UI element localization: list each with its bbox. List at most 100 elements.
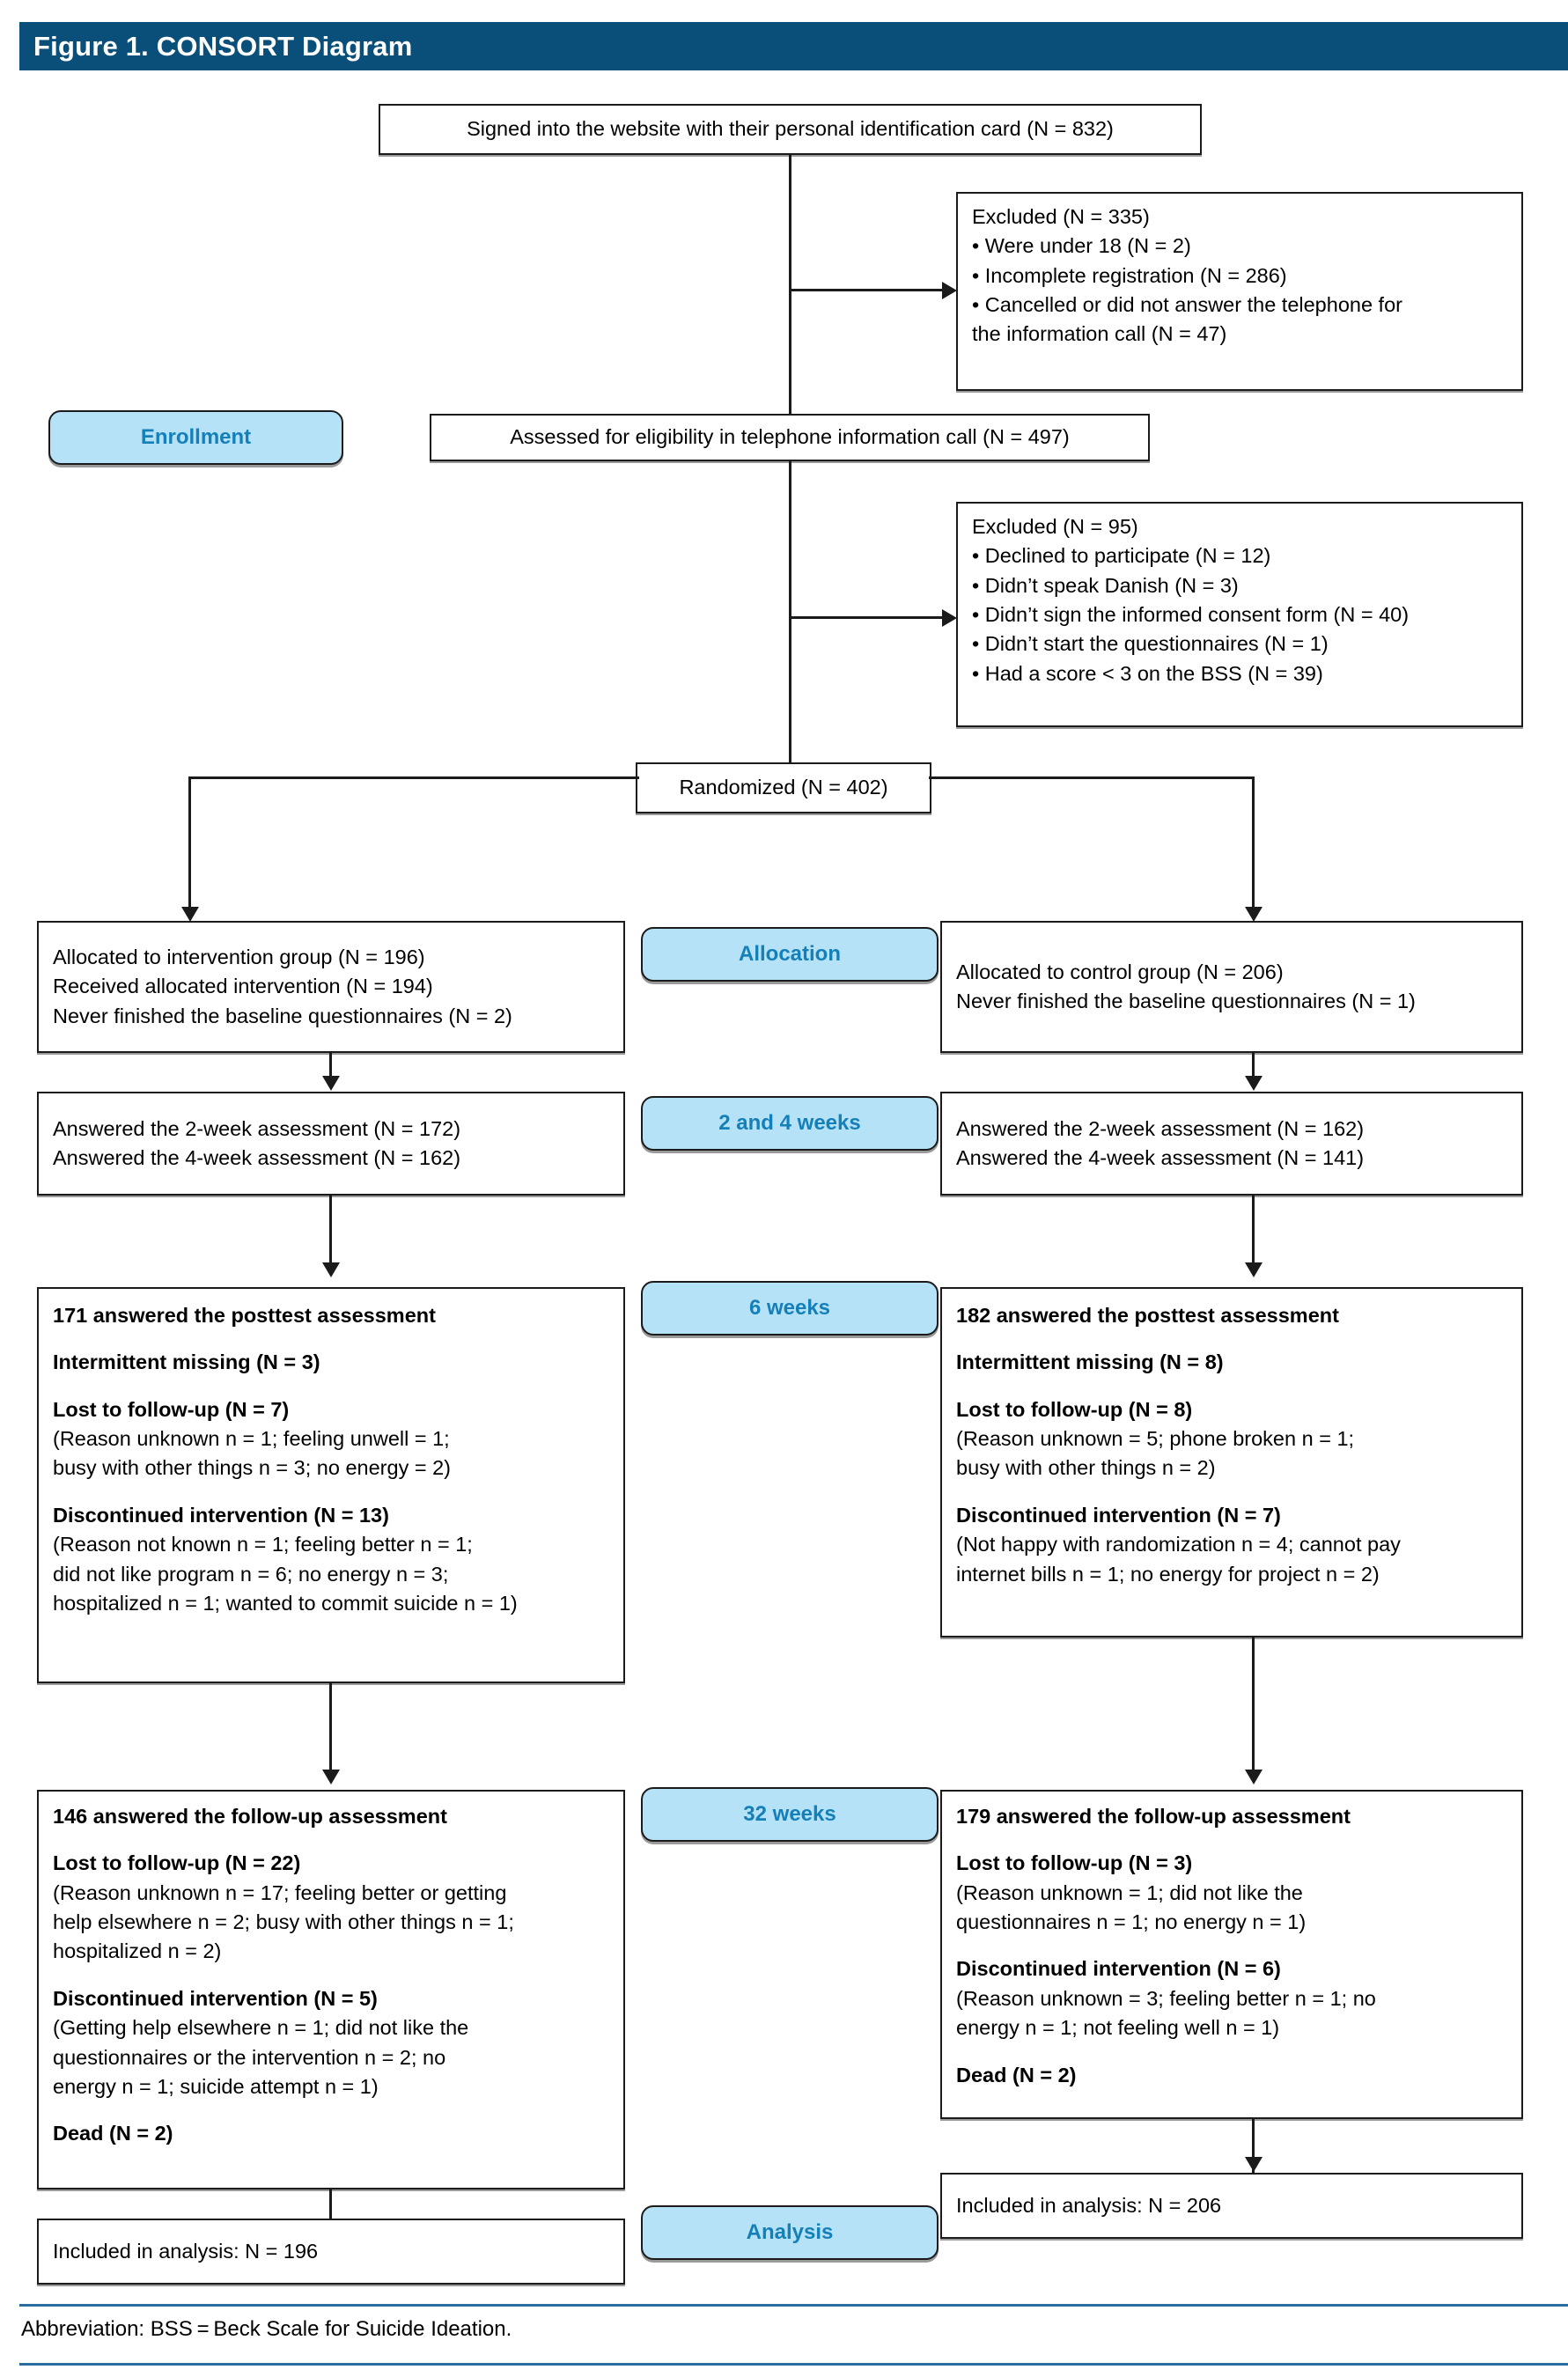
wk32-right-disc-title: Discontinued intervention (N = 6)	[956, 1957, 1281, 1981]
node-wk24-control: Answered the 2-week assessment (N = 162)…	[940, 1092, 1523, 1196]
spacer	[53, 1330, 609, 1348]
node-excluded-1: Excluded (N = 335) • Were under 18 (N = …	[956, 192, 1523, 391]
connector-down-right-alloc	[1252, 776, 1255, 917]
excluded-2-title: Excluded (N = 95)	[972, 515, 1138, 538]
arrowhead-analysis-right	[1245, 2157, 1262, 2172]
node-signed-in: Signed into the website with their perso…	[379, 104, 1202, 155]
stage-pill-6-weeks: 6 weeks	[641, 1281, 939, 1336]
arrowhead-excluded-2	[942, 609, 957, 627]
wk32-right-disc-detail: (Reason unknown = 3; feeling better n = …	[956, 1986, 1376, 2010]
wk6-right-disc-detail: (Not happy with randomization n = 4; can…	[956, 1533, 1401, 1556]
connector-wk6right-to-wk32	[1252, 1637, 1255, 1780]
wk32-left-lost-detail: hospitalized n = 2)	[53, 1939, 222, 1963]
wk32-left-disc-detail: (Getting help elsewhere n = 1; did not l…	[53, 2016, 469, 2040]
spacer	[53, 1967, 609, 1984]
stage-pill-enrollment-label: Enrollment	[140, 425, 252, 449]
arrowhead-wk6-right	[1245, 1262, 1262, 1277]
analysis-right-text: Included in analysis: N = 206	[956, 2193, 1222, 2217]
excluded-2-item: • Declined to participate (N = 12)	[972, 544, 1271, 568]
connector-wk24left-to-wk6	[329, 1196, 332, 1273]
footer-rule-top	[19, 2304, 1568, 2307]
connector-branch-excluded-2	[789, 616, 947, 619]
footer-rule-bottom	[19, 2363, 1568, 2366]
node-signed-in-text: Signed into the website with their perso…	[467, 117, 1114, 141]
wk32-right-lost-detail: (Reason unknown = 1; did not like the	[956, 1880, 1303, 1904]
wk24-left-line: Answered the 2-week assessment (N = 172)	[53, 1116, 461, 1140]
spacer	[956, 1378, 1507, 1395]
wk32-left-lost-title: Lost to follow-up (N = 22)	[53, 1851, 301, 1875]
spacer	[956, 1831, 1507, 1849]
excluded-2-item: • Didn’t speak Danish (N = 3)	[972, 573, 1239, 597]
wk6-left-lost-title: Lost to follow-up (N = 7)	[53, 1397, 290, 1421]
arrowhead-alloc-right	[1245, 907, 1262, 922]
wk6-left-disc-title: Discontinued intervention (N = 13)	[53, 1503, 389, 1527]
node-allocation-control: Allocated to control group (N = 206) Nev…	[940, 921, 1523, 1053]
stage-pill-32-weeks: 32 weeks	[641, 1787, 939, 1842]
analysis-left-text: Included in analysis: N = 196	[53, 2239, 319, 2263]
alloc-left-line: Received allocated intervention (N = 194…	[53, 975, 433, 998]
stage-pill-allocation: Allocation	[641, 927, 939, 982]
wk32-left-disc-detail: questionnaires or the intervention n = 2…	[53, 2045, 446, 2069]
alloc-right-line: Never finished the baseline questionnair…	[956, 990, 1416, 1012]
wk6-right-lost-detail: (Reason unknown = 5; phone broken n = 1;	[956, 1427, 1355, 1451]
wk32-left-heading: 146 answered the follow-up assessment	[53, 1805, 447, 1828]
wk6-right-intermittent: Intermittent missing (N = 8)	[956, 1350, 1224, 1374]
wk32-left-disc-detail: energy n = 1; suicide attempt n = 1)	[53, 2074, 379, 2098]
spacer	[53, 1831, 609, 1849]
excluded-1-item: • Cancelled or did not answer the teleph…	[972, 293, 1402, 317]
wk6-right-disc-title: Discontinued intervention (N = 7)	[956, 1503, 1281, 1527]
excluded-1-item: • Were under 18 (N = 2)	[972, 234, 1191, 258]
spacer	[956, 2043, 1507, 2061]
connector-wk32right-to-analysis	[1252, 2119, 1255, 2174]
connector-allocleft-to-wk24	[329, 1053, 332, 1086]
alloc-left-line: Never finished the baseline questionnair…	[53, 1004, 512, 1027]
stage-pill-32-weeks-label: 32 weeks	[743, 1802, 836, 1826]
wk32-left-dead: Dead (N = 2)	[53, 2122, 173, 2145]
connector-branch-excluded-1	[789, 289, 947, 291]
node-excluded-2: Excluded (N = 95) • Declined to particip…	[956, 502, 1523, 727]
spacer	[956, 1483, 1507, 1501]
node-wk24-intervention: Answered the 2-week assessment (N = 172)…	[37, 1092, 625, 1196]
wk6-left-disc-detail: (Reason not known n = 1; feeling better …	[53, 1533, 473, 1556]
alloc-right-line: Allocated to control group (N = 206)	[956, 960, 1284, 983]
wk6-right-lost-title: Lost to follow-up (N = 8)	[956, 1397, 1193, 1421]
stage-pill-analysis: Analysis	[641, 2205, 939, 2260]
wk6-left-disc-detail: hospitalized n = 1; wanted to commit sui…	[53, 1591, 518, 1615]
wk6-right-disc-detail: internet bills n = 1; no energy for proj…	[956, 1562, 1380, 1586]
wk32-right-disc-detail: energy n = 1; not feeling well n = 1)	[956, 2016, 1280, 2040]
excluded-1-item: the information call (N = 47)	[972, 322, 1227, 346]
arrowhead-wk6-left	[322, 1262, 340, 1277]
spacer	[53, 2101, 609, 2119]
arrowhead-excluded-1	[942, 282, 957, 299]
arrowhead-wk32-left	[322, 1770, 340, 1785]
wk6-right-lost-detail: busy with other things n = 2)	[956, 1456, 1216, 1480]
spacer	[956, 1937, 1507, 1954]
wk24-right-line: Answered the 4-week assessment (N = 141)	[956, 1146, 1365, 1169]
excluded-2-item: • Didn’t start the questionnaires (N = 1…	[972, 632, 1329, 656]
excluded-2-item: • Had a score < 3 on the BSS (N = 39)	[972, 661, 1323, 685]
arrowhead-alloc-left	[181, 907, 199, 922]
wk32-right-lost-detail: questionnaires n = 1; no energy n = 1)	[956, 1910, 1307, 1934]
wk32-right-lost-title: Lost to follow-up (N = 3)	[956, 1851, 1193, 1875]
stage-pill-allocation-label: Allocation	[738, 942, 841, 966]
node-assessed-eligibility: Assessed for eligibility in telephone in…	[430, 414, 1150, 461]
stage-pill-2-and-4-weeks: 2 and 4 weeks	[641, 1096, 939, 1151]
excluded-1-item: • Incomplete registration (N = 286)	[972, 263, 1287, 287]
figure-header-bar: Figure 1. CONSORT Diagram	[19, 22, 1568, 70]
connector-wk6left-to-wk32	[329, 1683, 332, 1780]
node-analysis-control: Included in analysis: N = 206	[940, 2173, 1523, 2239]
wk6-left-heading: 171 answered the posttest assessment	[53, 1304, 436, 1327]
connector-wk32left-to-analysis	[329, 2189, 332, 2244]
arrowhead-wk24-right	[1245, 1076, 1262, 1091]
connector-split-left	[188, 776, 639, 779]
node-allocation-intervention: Allocated to intervention group (N = 196…	[37, 921, 625, 1053]
node-wk6-control: 182 answered the posttest assessment Int…	[940, 1287, 1523, 1637]
stage-pill-analysis-label: Analysis	[746, 2220, 834, 2244]
wk32-left-disc-title: Discontinued intervention (N = 5)	[53, 1986, 378, 2010]
alloc-left-line: Allocated to intervention group (N = 196…	[53, 945, 425, 968]
node-randomized-text: Randomized (N = 402)	[679, 776, 888, 799]
wk6-right-heading: 182 answered the posttest assessment	[956, 1304, 1339, 1327]
connector-split-right	[929, 776, 1255, 779]
excluded-2-item: • Didn’t sign the informed consent form …	[972, 603, 1410, 627]
